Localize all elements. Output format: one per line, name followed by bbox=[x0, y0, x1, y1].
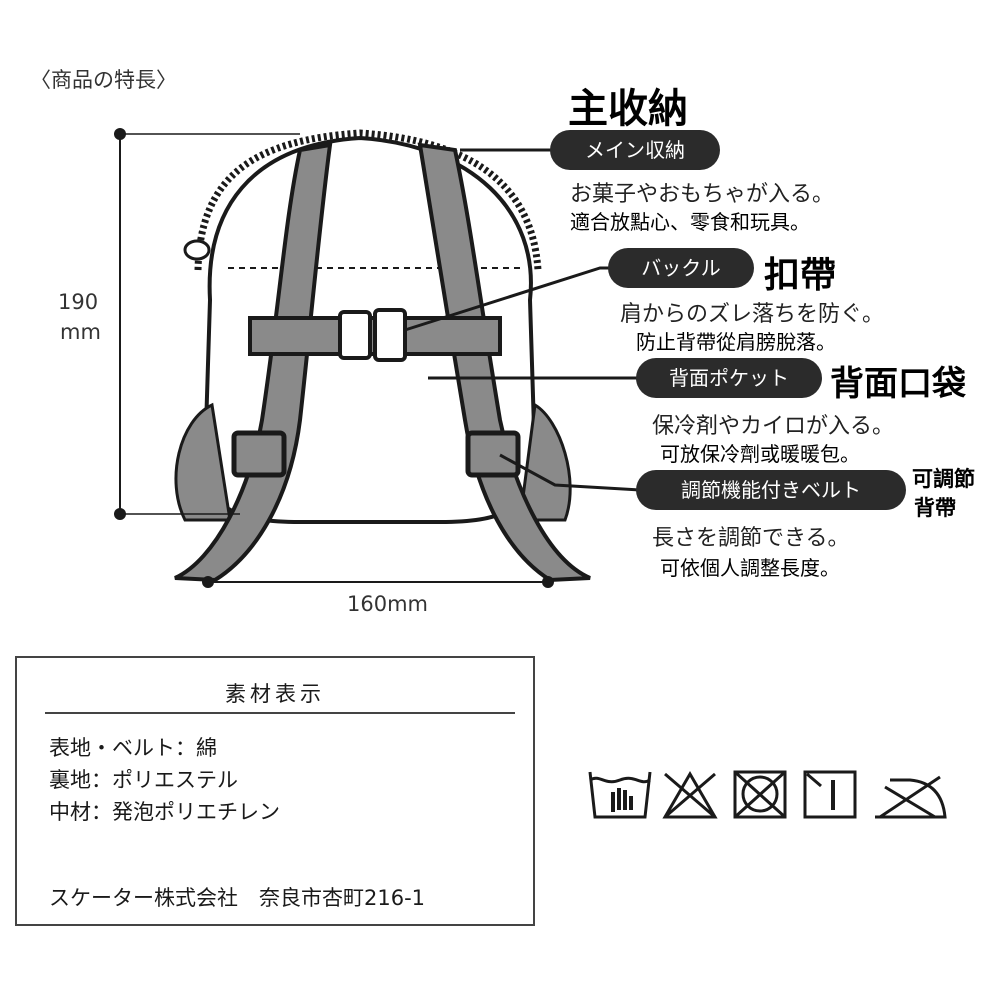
left-strap bbox=[174, 142, 333, 583]
care-icons bbox=[588, 770, 947, 819]
feature-main-zh-desc: 適合放點心、零食和玩具。 bbox=[570, 210, 810, 234]
materials-divider bbox=[45, 712, 515, 714]
line-dry-shade-icon bbox=[803, 770, 857, 819]
features-heading: 〈商品の特長〉 bbox=[30, 68, 177, 92]
left-slider bbox=[231, 430, 287, 478]
feature-belt-zh-desc: 可依個人調整長度。 bbox=[660, 556, 840, 580]
feature-main-label: メイン収納 bbox=[550, 130, 720, 170]
materials-box: 素材表示 表地・ベルト：綿 裏地：ポリエステル 中材：発泡ポリエチレン スケータ… bbox=[15, 656, 535, 926]
right-slider bbox=[465, 430, 521, 478]
materials-row: 中材：発泡ポリエチレン bbox=[49, 800, 280, 824]
feature-main-zh-title: 主收納 bbox=[568, 86, 688, 132]
materials-title: 素材表示 bbox=[225, 682, 325, 706]
no-iron-icon bbox=[875, 775, 947, 819]
zipper-pull bbox=[183, 239, 211, 261]
materials-row: 表地・ベルト：綿 bbox=[49, 736, 217, 760]
feature-pocket-zh-title: 背面口袋 bbox=[830, 364, 966, 404]
right-flap bbox=[518, 402, 572, 522]
feature-belt-zh-title-line1: 可調節 bbox=[912, 467, 975, 491]
width-label: 160mm bbox=[347, 592, 428, 616]
feature-buckle-zh-desc: 防止背帶從肩膀脫落。 bbox=[636, 330, 836, 354]
backpack-diagram bbox=[114, 128, 641, 588]
feature-buckle-zh-title: 扣帶 bbox=[764, 255, 837, 296]
feature-pocket-desc: 保冷剤やカイロが入る。 bbox=[652, 414, 895, 439]
feature-main-desc: お菓子やおもちゃが入る。 bbox=[570, 182, 835, 207]
materials-row: 裏地：ポリエステル bbox=[49, 768, 238, 792]
height-value: 190 bbox=[58, 290, 99, 314]
hand-wash-icon bbox=[588, 771, 652, 819]
no-tumble-dry-icon bbox=[733, 770, 787, 819]
feature-pocket-label: 背面ポケット bbox=[636, 358, 822, 398]
feature-belt-label: 調節機能付きベルト bbox=[636, 470, 906, 510]
no-bleach-icon bbox=[662, 771, 718, 819]
zipper bbox=[194, 129, 542, 271]
materials-company: スケーター株式会社 奈良市杏町216-1 bbox=[49, 886, 426, 910]
feature-belt-desc: 長さを調節できる。 bbox=[652, 526, 850, 551]
feature-buckle-desc: 肩からのズレ落ちを防ぐ。 bbox=[620, 302, 885, 327]
height-unit: mm bbox=[60, 320, 101, 344]
feature-pocket-zh-desc: 可放保冷劑或暖暖包。 bbox=[660, 442, 860, 466]
feature-buckle-label: バックル bbox=[608, 248, 754, 288]
feature-belt-zh-title-line2: 背帶 bbox=[914, 496, 956, 520]
left-flap bbox=[174, 402, 232, 522]
buckle-left bbox=[338, 310, 372, 360]
buckle-right bbox=[373, 308, 407, 362]
